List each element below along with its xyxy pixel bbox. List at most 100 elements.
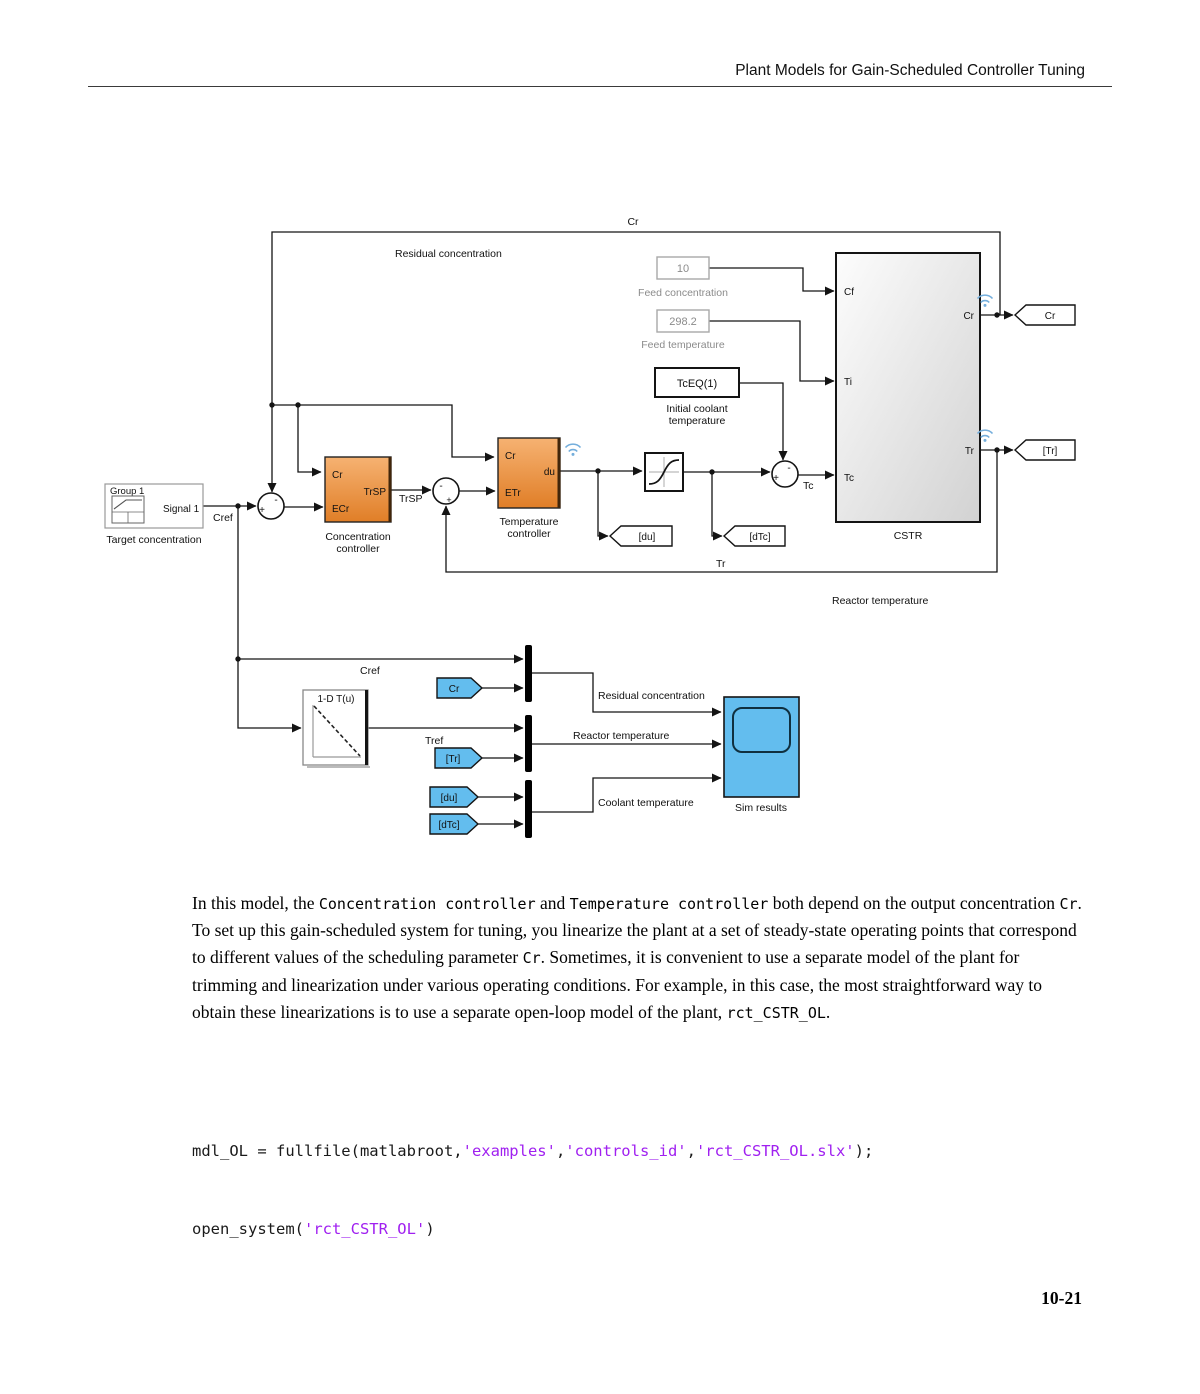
temperature-controller-block: Cr ETr du Temperature controller [497, 437, 561, 540]
cstr-caption: CSTR [894, 530, 923, 542]
port-label-etr: ETr [505, 488, 521, 499]
signal-builder-signal-label: Signal 1 [163, 504, 200, 515]
label-residual-top: Residual concentration [395, 248, 502, 260]
concentration-controller-caption1: Concentration [325, 531, 391, 543]
signal-builder-block: Group 1 Signal 1 Target concentration [104, 483, 204, 546]
mux-blocks [525, 645, 532, 838]
feed-temperature-value: 298.2 [669, 316, 697, 328]
goto-cr-tag: Cr [1045, 311, 1056, 322]
signal-wires [203, 231, 1014, 829]
port-label-cr-out: Cr [963, 311, 974, 322]
sum-coolant-temperature: - + [771, 460, 799, 488]
label-trsp: TrSP [399, 493, 423, 505]
page-number: 10-21 [1041, 1288, 1082, 1308]
goto-tr-tag: [Tr] [1043, 446, 1058, 457]
sum2-minus-sign: - [439, 481, 442, 492]
port-label-tc: Tc [844, 473, 854, 484]
port-label-tr-out: Tr [965, 446, 975, 457]
concentration-controller-block: Cr ECr TrSP Concentration controller [324, 456, 392, 555]
code-line-1: mdl_OL = fullfile(matlabroot,'examples',… [192, 1142, 874, 1160]
wire-tr-feedback [441, 450, 998, 573]
label-mux2-out: Reactor temperature [573, 730, 669, 742]
wire-cr-to-conc-controller [297, 405, 322, 477]
sum-temperature-error: - + [432, 477, 460, 505]
label-tc: Tc [803, 480, 814, 492]
from-du-tag: [du] [441, 793, 458, 804]
signal-builder-caption: Target concentration [106, 534, 201, 546]
port-label-trsp: TrSP [364, 487, 387, 498]
sum1-minus-sign: - [274, 495, 277, 506]
code-line-2: open_system('rct_CSTR_OL') [192, 1220, 435, 1238]
feed-concentration-caption: Feed concentration [638, 287, 728, 299]
wire-junctions [235, 312, 1000, 662]
port-label-cr: Cr [505, 451, 516, 462]
wire-labels: Cr Residual concentration Cref TrSP Tc T… [213, 216, 928, 809]
from-tags: Cr [Tr] [du] [dTc] [429, 677, 484, 835]
saturation-block [644, 452, 684, 492]
initial-coolant-caption2: temperature [669, 415, 726, 427]
from-cr-tag: Cr [449, 684, 460, 695]
feed-concentration-block: 10 Feed concentration [638, 256, 728, 299]
feed-temperature-block: 298.2 Feed temperature [641, 309, 725, 351]
wire-feed-concentration [709, 267, 835, 296]
sum3-minus-sign: - [787, 463, 790, 474]
from-dtc-tag: [dTc] [438, 820, 459, 831]
label-cref-main: Cref [213, 512, 233, 524]
wire-mux1-to-scope [532, 672, 722, 717]
wire-du-to-goto [597, 471, 609, 541]
port-label-cr: Cr [332, 470, 343, 481]
wire-mux3-to-scope [532, 773, 722, 813]
saturation-curve-icon [648, 459, 680, 485]
code-block: mdl_OL = fullfile(matlabroot,'examples',… [192, 1086, 873, 1268]
page-header-title: Plant Models for Gain-Scheduled Controll… [735, 62, 1085, 79]
lookup-curve-icon [313, 705, 361, 757]
cstr-block: Cf Ti Tc Cr Tr CSTR [835, 252, 981, 542]
feed-temperature-caption: Feed temperature [641, 339, 725, 351]
wireless-log-icon [564, 294, 994, 456]
mux2 [525, 715, 532, 772]
goto-dtc-tag: [dTc] [749, 532, 770, 543]
label-cr-top: Cr [627, 216, 639, 228]
sum3-plus-sign: + [773, 473, 779, 484]
initial-coolant-value: TcEQ(1) [677, 378, 717, 390]
initial-coolant-caption1: Initial coolant [666, 403, 727, 415]
signal-builder-group-label: Group 1 [110, 486, 144, 497]
port-label-du: du [544, 467, 555, 478]
port-label-ti: Ti [844, 377, 852, 388]
wire-feed-temperature [709, 320, 835, 386]
lookup-table-caption: 1-D T(u) [317, 694, 354, 705]
wire-cr-feedback-top [267, 231, 1001, 493]
signal-builder-waveform-icon [113, 499, 142, 510]
goto-du-tag: [du] [639, 532, 656, 543]
goto-tags: [du] [dTc] Cr [Tr] [608, 304, 1076, 547]
label-mux1-out: Residual concentration [598, 690, 705, 702]
wire-cref-to-lookup [237, 507, 302, 733]
scope-block: Sim results [723, 696, 800, 814]
header-divider [88, 86, 1112, 87]
rct-cstr-diagram: Group 1 Signal 1 Target concentration - … [104, 216, 1076, 838]
concentration-controller-caption2: controller [336, 543, 380, 555]
label-cref-lower: Cref [360, 665, 380, 677]
temperature-controller-caption2: controller [507, 528, 551, 540]
lookup-table-block: 1-D T(u) [302, 689, 370, 768]
port-label-ecr: ECr [332, 504, 350, 515]
label-mux3-out: Coolant temperature [598, 797, 694, 809]
scope-screen-icon [732, 707, 791, 753]
port-label-cf: Cf [844, 287, 854, 298]
initial-coolant-block: TcEQ(1) Initial coolant temperature [654, 367, 740, 427]
label-reactor-bottom: Reactor temperature [832, 595, 928, 607]
wire-cr-to-temp-controller [272, 404, 495, 462]
scope-caption: Sim results [735, 802, 787, 814]
mux1 [525, 645, 532, 702]
mux3 [525, 780, 532, 838]
body-paragraph: In this model, the Concentration control… [192, 892, 1082, 1022]
sum1-plus-sign: + [259, 505, 265, 516]
sum2-plus-sign: + [446, 495, 451, 505]
label-tr: Tr [716, 558, 726, 570]
sum-concentration-error: - + [257, 492, 285, 520]
temperature-controller-caption1: Temperature [500, 516, 559, 528]
simulink-model-figure: Group 1 Signal 1 Target concentration - … [90, 200, 1100, 860]
wire-dtc-to-goto [711, 472, 723, 541]
feed-concentration-value: 10 [677, 263, 689, 275]
wire-tceq-to-sum [739, 382, 788, 461]
